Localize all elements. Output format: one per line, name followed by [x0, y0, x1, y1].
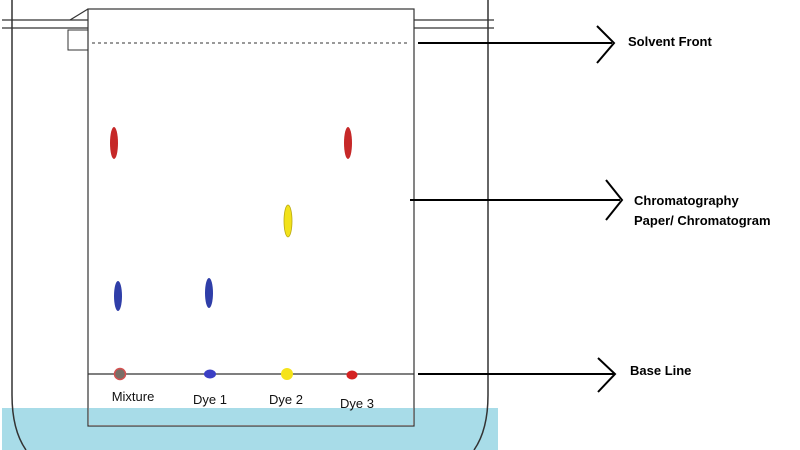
chromatography-paper — [87, 8, 415, 427]
spot-mixture-red — [110, 127, 118, 159]
callout-paper-line2: Paper/ Chromatogram — [634, 213, 771, 228]
arrow-paper — [410, 179, 624, 221]
spot-dye1-base — [204, 369, 216, 379]
callout-solvent-front: Solvent Front — [628, 34, 712, 49]
callout-paper-line1: Chromatography — [634, 193, 740, 208]
lane-label-dye2: Dye 2 — [269, 392, 303, 407]
spot-mixture-base — [113, 367, 127, 381]
paper-top-fold — [69, 8, 89, 21]
spot-dye1-blue — [205, 278, 213, 308]
spot-dye2-yellow — [283, 204, 293, 238]
arrow-base-line — [418, 357, 617, 393]
arrow-solvent-front — [418, 25, 616, 64]
spot-dye3-base — [346, 370, 358, 380]
lane-label-dye1: Dye 1 — [193, 392, 227, 407]
callout-base-line: Base Line — [630, 363, 691, 378]
lane-label-mixture: Mixture — [112, 389, 155, 404]
spot-mixture-blue — [114, 281, 122, 311]
beaker-outline — [11, 0, 27, 450]
spot-dye3-red — [344, 127, 352, 159]
beaker-outline-right — [473, 0, 489, 450]
paper-clip — [67, 29, 89, 51]
solvent-on-paper — [89, 408, 413, 425]
lane-label-dye3: Dye 3 — [340, 396, 374, 411]
spot-dye2-base — [281, 368, 293, 380]
